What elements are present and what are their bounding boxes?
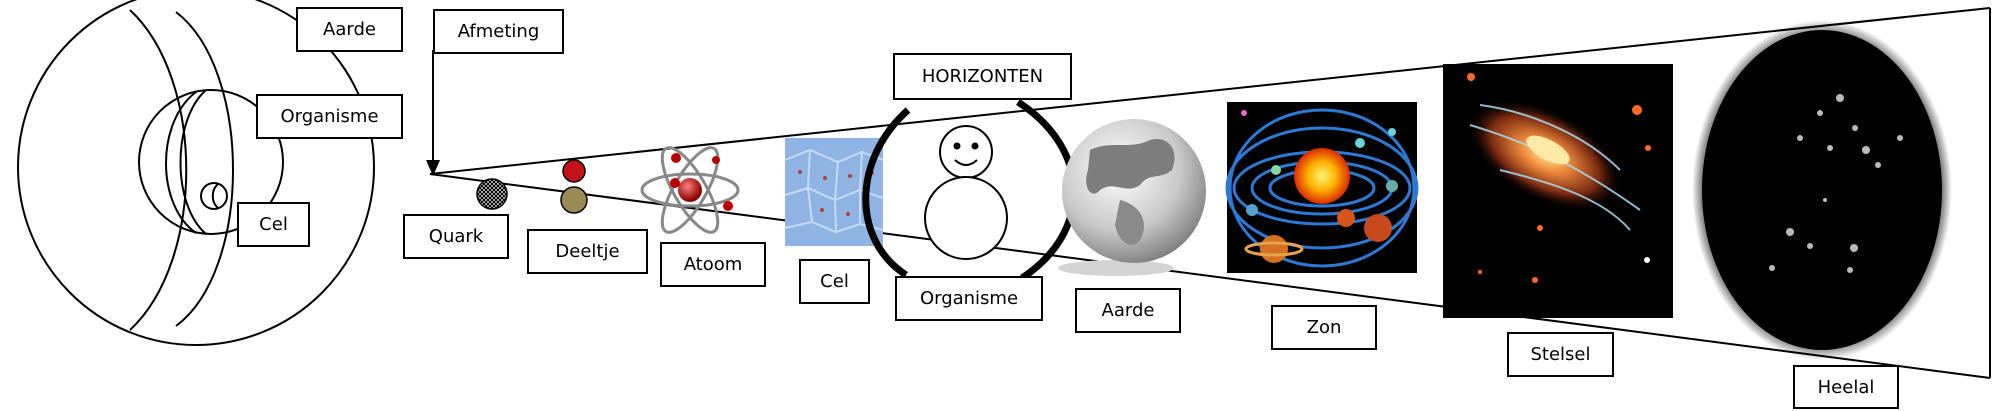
scale-label-quark: Quark (403, 214, 509, 259)
scale-label-deeltje: Deeltje (527, 229, 648, 274)
galaxy-icon (1443, 64, 1673, 318)
universe-icon (1692, 20, 1952, 360)
quark-icon (476, 178, 508, 210)
scale-wedge (429, 7, 1991, 379)
nested-label-cel: Cel (237, 202, 310, 247)
nested-label-organisme: Organisme (256, 94, 403, 139)
snowman-organism-icon (924, 125, 1008, 260)
scale-label-atoom: Atoom (660, 242, 766, 287)
size-axis-arrow (426, 50, 440, 176)
title-horizonten: HORIZONTEN (893, 53, 1072, 100)
scale-label-cel: Cel (799, 259, 870, 304)
solar-system-icon (1225, 102, 1419, 273)
axis-label-afmeting: Afmeting (433, 9, 564, 54)
scale-label-aarde: Aarde (1075, 288, 1181, 333)
scale-label-stelsel: Stelsel (1507, 332, 1614, 377)
scale-label-zon: Zon (1271, 305, 1377, 350)
nested-spheres-icon (17, 0, 375, 346)
nested-label-aarde: Aarde (296, 7, 403, 52)
scale-label-organisme: Organisme (895, 276, 1043, 321)
particles-icon (560, 159, 588, 214)
atom-icon (640, 146, 740, 234)
globe-icon (1058, 119, 1206, 276)
scale-label-heelal: Heelal (1793, 365, 1899, 409)
